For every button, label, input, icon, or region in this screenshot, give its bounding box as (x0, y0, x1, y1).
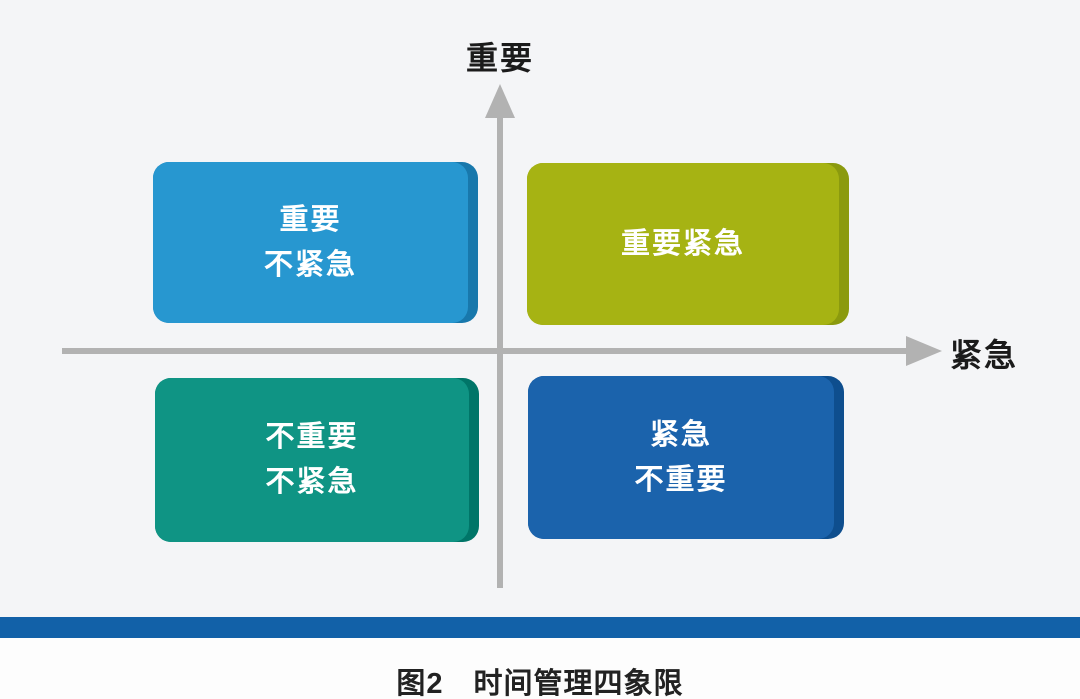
x-axis-label: 紧急 (950, 337, 1019, 373)
quadrant-label-line: 不重要 (634, 463, 728, 496)
quadrant-face: 不重要 不紧急 (155, 378, 469, 542)
quadrant-urgent-not-important: 紧急 不重要 (528, 376, 844, 539)
quadrant-not-important-not-urgent: 不重要 不紧急 (155, 378, 479, 542)
quadrant-label-line: 不紧急 (263, 248, 357, 281)
quadrant-label-line: 不紧急 (265, 466, 359, 498)
quadrant-important-not-urgent: 重要 不紧急 (153, 162, 478, 323)
quadrant-face: 重要 不紧急 (153, 162, 468, 323)
quadrant-label-line: 不重要 (265, 421, 359, 453)
caption-strip (0, 638, 1080, 699)
quadrant-label-line: 紧急 (649, 418, 712, 451)
divider-bar (0, 617, 1080, 638)
quadrant-label-line: 重要 (279, 203, 342, 236)
quadrant-important-urgent: 重要紧急 (527, 163, 849, 325)
figure-caption: 图2 时间管理四象限 (396, 668, 684, 699)
x-axis-line (62, 348, 910, 354)
x-axis-arrow-icon (906, 336, 942, 366)
quadrant-label-line: 重要紧急 (620, 227, 745, 260)
y-axis-label: 重要 (466, 40, 535, 76)
y-axis-arrow-icon (485, 84, 515, 118)
quadrant-face: 紧急 不重要 (528, 376, 834, 539)
quadrant-face: 重要紧急 (527, 163, 839, 325)
